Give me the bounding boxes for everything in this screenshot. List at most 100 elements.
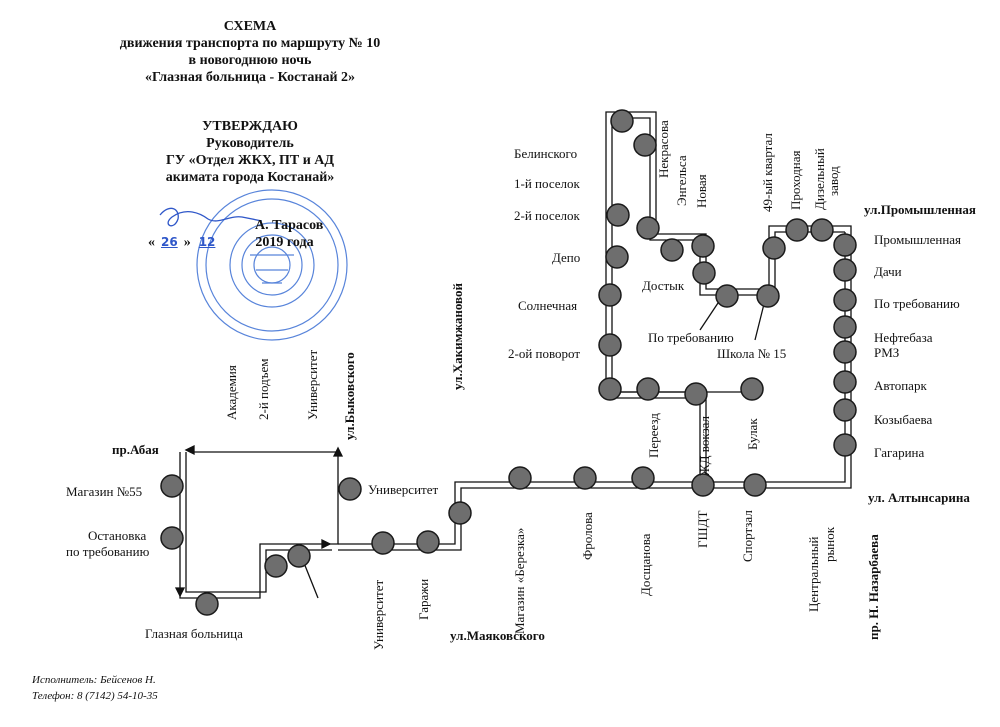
label-dostyk: Достык bbox=[642, 278, 685, 293]
label-poselok2: 2-й поселок bbox=[514, 208, 580, 223]
date-day: 26 bbox=[161, 235, 178, 249]
label-po-treb-mid: По требованию bbox=[648, 330, 734, 345]
stop-universitet-low bbox=[371, 531, 395, 555]
label-depo: Депо bbox=[552, 250, 581, 265]
stop-bereza bbox=[508, 466, 532, 490]
official-stamp bbox=[196, 189, 348, 341]
label-universitet-low: Университет bbox=[371, 579, 386, 650]
stop-depo bbox=[605, 245, 629, 269]
footer-phone: Телефон: 8 (7142) 54-10-35 bbox=[32, 690, 158, 702]
label-nekrasova: Некрасова bbox=[656, 120, 671, 178]
street-altynsarina: ул. Алтынсарина bbox=[868, 490, 970, 505]
label-sportzal: Спортзал bbox=[740, 510, 755, 562]
stop-zhd2 bbox=[684, 382, 708, 406]
label-garazhi: Гаражи bbox=[416, 578, 431, 620]
stop-49 bbox=[762, 236, 786, 260]
label-49: 49-ый квартал bbox=[760, 133, 775, 212]
street-mayakovskogo: ул.Маяковского bbox=[450, 628, 545, 643]
street-khakimzhanovoy: ул.Хакимжановой bbox=[450, 283, 465, 390]
stop-novaya bbox=[691, 234, 715, 258]
stop-po-treb-right bbox=[833, 288, 857, 312]
stop-dostyk bbox=[660, 238, 684, 262]
stop-magazin55 bbox=[160, 474, 184, 498]
label-dizel2: завод bbox=[826, 166, 841, 196]
stop-prokhodnaya bbox=[785, 218, 809, 242]
label-rmz: РМЗ bbox=[874, 345, 900, 360]
label-gagarina: Гагарина bbox=[874, 445, 925, 460]
stop-nov2 bbox=[692, 261, 716, 285]
header-block: СХЕМА движения транспорта по маршруту № … bbox=[60, 18, 440, 86]
approval-org2: акимата города Костанай» bbox=[165, 170, 335, 185]
approval-date: « 26 » 12 2019 года bbox=[148, 235, 314, 251]
label-dachi: Дачи bbox=[874, 264, 902, 279]
label-belinskogo: Белинского bbox=[514, 146, 578, 161]
label-tsentr1: Центральный bbox=[806, 536, 821, 612]
stop-rmz bbox=[833, 340, 857, 364]
label-akademiya: Академия bbox=[224, 365, 239, 420]
stop-universitet-v bbox=[338, 477, 362, 501]
stop-uturn bbox=[448, 501, 472, 525]
label-gshdt: ГШДТ bbox=[695, 510, 710, 548]
date-month: 12 bbox=[198, 235, 216, 249]
stop-dachi bbox=[833, 258, 857, 282]
header-title: СХЕМА bbox=[223, 19, 277, 34]
stop-promyshlennaya bbox=[833, 233, 857, 257]
stop-garazhi bbox=[416, 530, 440, 554]
stop-engelsa bbox=[636, 216, 660, 240]
label-universitet-h: Университет bbox=[368, 482, 439, 497]
label-prokhodnaya: Проходная bbox=[788, 150, 803, 210]
signature-name: А. Тарасов bbox=[255, 218, 324, 233]
header-line2: движения транспорта по маршруту № 10 bbox=[119, 36, 381, 51]
label-podem: 2-й подъем bbox=[256, 358, 271, 420]
label-pereezd: Переезд bbox=[646, 413, 661, 458]
stop-gshdt bbox=[691, 473, 715, 497]
label-universitet-v: Университет bbox=[305, 349, 320, 420]
stop-ostanovka bbox=[160, 526, 184, 550]
date-open: « bbox=[148, 235, 155, 250]
stop-solnechnaya bbox=[598, 283, 622, 307]
label-novaya: Новая bbox=[694, 174, 709, 208]
label-shkola15: Школа № 15 bbox=[717, 346, 787, 361]
label-zhd: ЖД вокзал bbox=[697, 416, 712, 476]
stop-kozybaeva bbox=[833, 398, 857, 422]
stop-dizel bbox=[810, 218, 834, 242]
approval-heading: УТВЕРЖДАЮ bbox=[202, 119, 298, 134]
date-year: 2019 года bbox=[255, 235, 314, 250]
stop-po-treb-mid bbox=[715, 284, 739, 308]
stop-pereezd bbox=[598, 377, 622, 401]
label-povorot2: 2-ой поворот bbox=[508, 346, 581, 361]
stop-top bbox=[610, 109, 634, 133]
stop-glaznaya bbox=[195, 592, 219, 616]
stop-gagarina bbox=[833, 433, 857, 457]
label-glaznaya: Глазная больница bbox=[145, 626, 243, 641]
stop-poselok2 bbox=[606, 203, 630, 227]
label-tsentr2: рынок bbox=[822, 526, 837, 562]
stop-2-povorot bbox=[598, 333, 622, 357]
label-ostanovka2: по требованию bbox=[66, 544, 150, 559]
stop-nekrasova bbox=[633, 133, 657, 157]
street-abaya: пр.Абая bbox=[112, 442, 159, 457]
label-neftebaza: Нефтебаза bbox=[874, 330, 933, 345]
footer-executor: Исполнитель: Бейсенов Н. bbox=[32, 674, 156, 686]
label-promyshlennaya: Промышленная bbox=[874, 232, 962, 247]
date-mid: » bbox=[183, 235, 191, 250]
signature-scribble bbox=[159, 207, 263, 227]
stop-podem bbox=[287, 544, 311, 568]
label-ostanovka1: Остановка bbox=[88, 528, 147, 543]
stop-zhd3 bbox=[740, 377, 764, 401]
label-frolova: Фролова bbox=[580, 512, 595, 560]
label-poselok1: 1-й поселок bbox=[514, 176, 580, 191]
street-bykovskogo: ул.Быковского bbox=[342, 352, 357, 440]
label-po-treb-right: По требованию bbox=[874, 296, 960, 311]
stop-shkola15 bbox=[756, 284, 780, 308]
label-solnechnaya: Солнечная bbox=[518, 298, 578, 313]
label-doshchanova: Досщанова bbox=[638, 533, 653, 596]
label-bereza: Магазин «Березка» bbox=[512, 527, 527, 634]
stop-neftebaza bbox=[833, 315, 857, 339]
stop-doshchanova bbox=[631, 466, 655, 490]
stop-frolova bbox=[573, 466, 597, 490]
label-avtopark: Автопарк bbox=[874, 378, 927, 393]
street-nazarbaeva: пр. Н. Назарбаева bbox=[866, 534, 881, 640]
stop-sportzal bbox=[743, 473, 767, 497]
